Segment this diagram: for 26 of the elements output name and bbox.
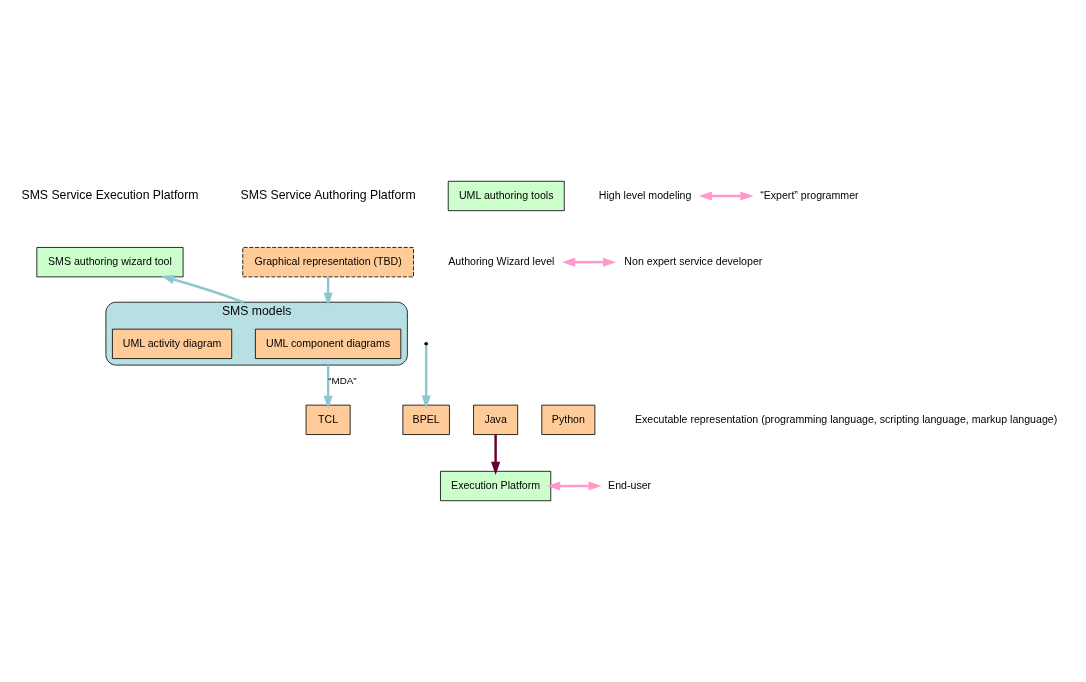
node-text: High level modeling — [598, 188, 692, 201]
node-text: “Expert” programmer — [760, 188, 859, 201]
node-text: Authoring Wizard level — [448, 254, 555, 267]
arrow — [562, 257, 617, 267]
node-box: UML activity diagram — [112, 328, 233, 359]
node-box: BPEL — [402, 404, 450, 435]
node-box: Python — [541, 404, 596, 435]
node-box: TCL — [305, 404, 351, 435]
arrow — [161, 275, 244, 304]
label: SMS Service Execution Platform — [21, 187, 199, 202]
node-box: Execution Platform — [440, 470, 552, 502]
label: SMS Service Authoring Platform — [240, 187, 416, 202]
label: Executable representation (programming language, scripting language, markup language) — [634, 412, 1058, 425]
node-box: UML authoring tools — [447, 180, 565, 212]
node-text: End-user — [608, 478, 652, 491]
edge-label: “MDA” — [328, 375, 357, 387]
arrow — [421, 345, 431, 409]
node-text: Non expert service developer — [624, 254, 763, 267]
node-box: UML component diagrams — [255, 328, 402, 359]
node-box: Graphical representation (TBD) — [242, 247, 414, 278]
arrow — [547, 481, 602, 491]
arrow — [491, 434, 501, 475]
node-box: Java — [473, 404, 519, 435]
node-box: SMS authoring wizard tool — [36, 247, 184, 278]
arrow — [323, 365, 333, 409]
arrow — [698, 191, 754, 201]
